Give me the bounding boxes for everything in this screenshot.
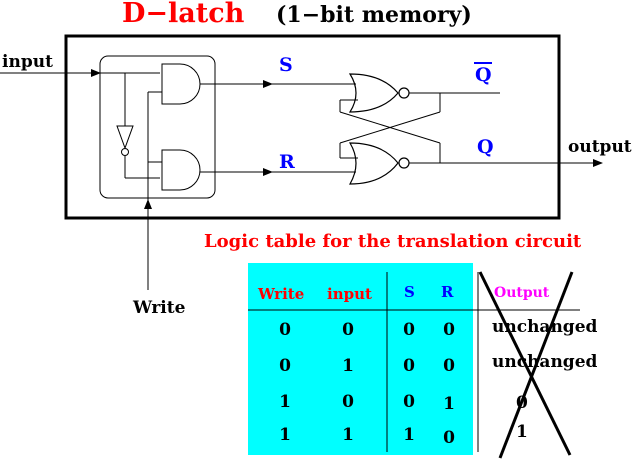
- output-label: output: [568, 137, 632, 157]
- cross-out-line-1: [478, 271, 572, 456]
- table-cell: 0: [403, 320, 415, 340]
- table-cell: 0: [403, 392, 415, 412]
- q-label: Q: [477, 136, 494, 158]
- table-cell: 1: [443, 394, 455, 414]
- cross-out-line-2: [498, 271, 574, 459]
- header-s: S: [404, 283, 415, 301]
- table-cell: 0: [443, 356, 455, 376]
- table-cell: 1: [279, 392, 291, 412]
- table-cell-output: unchanged: [492, 352, 598, 372]
- gating-box: [99, 55, 216, 199]
- table-cell: 0: [279, 356, 291, 376]
- table-cell: 1: [342, 356, 354, 376]
- diagram-subtitle: (1−bit memory): [276, 2, 472, 28]
- inverter: [116, 125, 134, 150]
- header-write: Write: [258, 285, 305, 303]
- table-cell: 1: [342, 425, 354, 445]
- and-gate-top: [161, 63, 201, 105]
- diagram-title: D−latch: [122, 0, 245, 29]
- write-label: Write: [133, 298, 186, 318]
- table-cell: 0: [342, 392, 354, 412]
- table-cell-output: unchanged: [492, 317, 598, 337]
- q-bar-label: Q: [475, 64, 492, 86]
- input-label: input: [2, 52, 53, 72]
- table-cell: 1: [279, 425, 291, 445]
- table-cell: 0: [443, 428, 455, 448]
- table-cell: 0: [443, 320, 455, 340]
- table-cell: 0: [403, 356, 415, 376]
- table-cell: 0: [279, 320, 291, 340]
- nor-gate-top: [348, 73, 399, 113]
- and-gate-bottom: [161, 149, 201, 191]
- header-input: input: [327, 285, 372, 303]
- table-cell-output: 1: [516, 422, 528, 442]
- s-label: S: [279, 54, 293, 76]
- latch-box: [64, 34, 561, 220]
- header-r: R: [441, 283, 454, 301]
- logic-table-background: [248, 263, 473, 455]
- table-title: Logic table for the translation circuit: [204, 231, 582, 252]
- table-cell: 1: [403, 425, 415, 445]
- table-cell-output: 0: [516, 393, 528, 413]
- header-output: Output: [494, 285, 550, 301]
- nor-gate-bottom: [348, 142, 399, 185]
- r-label: R: [279, 151, 295, 173]
- table-cell: 0: [342, 320, 354, 340]
